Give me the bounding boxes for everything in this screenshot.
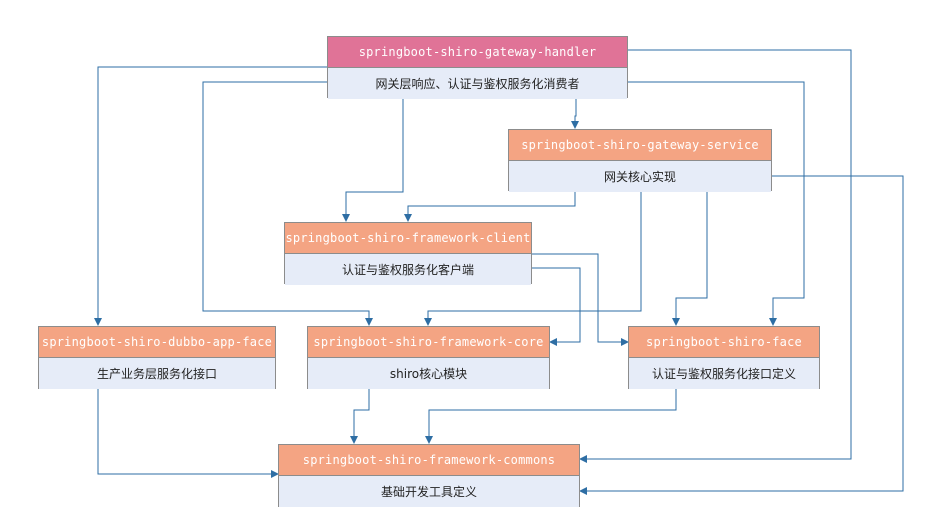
- node-title: springboot-shiro-face: [629, 327, 819, 357]
- node-title: springboot-shiro-framework-commons: [279, 445, 579, 475]
- edge-core-commons: [350, 389, 370, 444]
- edge-handler-commons: [579, 49, 852, 463]
- node-title: springboot-shiro-dubbo-app-face: [39, 327, 275, 357]
- edge-handler-core: [202, 81, 373, 326]
- node-description: 网关层响应、认证与鉴权服务化消费者: [328, 67, 627, 99]
- edge-handler-client: [342, 98, 404, 222]
- edge-service-commons: [579, 175, 904, 495]
- node-shiro-face: springboot-shiro-face 认证与鉴权服务化接口定义: [628, 326, 820, 389]
- node-framework-commons: springboot-shiro-framework-commons 基础开发工…: [278, 444, 580, 507]
- edge-face-commons: [425, 389, 677, 444]
- node-gateway-handler: springboot-shiro-gateway-handler 网关层响应、认…: [327, 36, 628, 99]
- node-title: springboot-shiro-gateway-service: [509, 130, 771, 160]
- edge-service-core: [424, 191, 642, 326]
- edge-handler-face: [628, 81, 805, 326]
- node-description: 认证与鉴权服务化客户端: [285, 253, 531, 285]
- node-description: 生产业务层服务化接口: [39, 357, 275, 389]
- node-description: shiro核心模块: [308, 357, 549, 389]
- edge-client-core: [532, 267, 581, 346]
- node-dubbo-app-face: springboot-shiro-dubbo-app-face 生产业务层服务化…: [38, 326, 276, 389]
- edge-client-face: [532, 253, 629, 346]
- node-framework-client: springboot-shiro-framework-client 认证与鉴权服…: [284, 222, 532, 285]
- edge-service-face: [672, 191, 708, 326]
- node-title: springboot-shiro-framework-client: [285, 223, 531, 253]
- node-framework-core: springboot-shiro-framework-core shiro核心模…: [307, 326, 550, 389]
- node-title: springboot-shiro-gateway-handler: [328, 37, 627, 67]
- edge-handler-dubbo: [94, 66, 327, 326]
- edge-service-client: [404, 191, 576, 222]
- node-title: springboot-shiro-framework-core: [308, 327, 549, 357]
- node-description: 认证与鉴权服务化接口定义: [629, 357, 819, 389]
- node-gateway-service: springboot-shiro-gateway-service 网关核心实现: [508, 129, 772, 192]
- node-description: 基础开发工具定义: [279, 475, 579, 507]
- node-description: 网关核心实现: [509, 160, 771, 192]
- edge-handler-service: [571, 98, 579, 129]
- edge-dubbo-commons: [97, 389, 279, 478]
